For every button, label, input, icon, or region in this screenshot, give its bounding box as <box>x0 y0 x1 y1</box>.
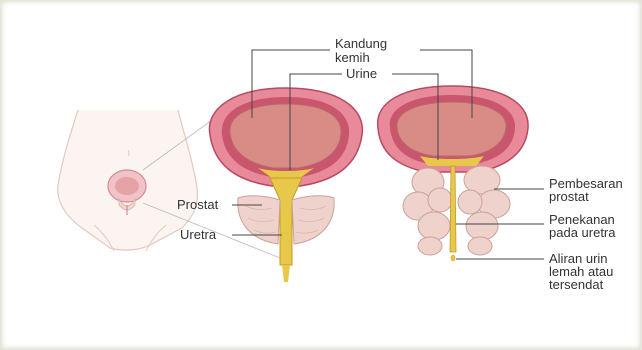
label-bladder-line2: kemih <box>335 50 370 65</box>
bph-diagram: Kandung kemih Urine Prostat Uretra Pembe… <box>8 8 634 342</box>
label-urethra: Uretra <box>180 227 217 242</box>
bph-bladder <box>378 86 528 172</box>
label-bladder-line1: Kandung <box>335 36 387 51</box>
label-urine: Urine <box>346 66 377 81</box>
diagram-canvas: Kandung kemih Urine Prostat Uretra Pembe… <box>8 8 634 342</box>
label-weakflow-line3: tersendat <box>549 277 604 292</box>
normal-urine-stream <box>282 265 290 282</box>
label-enlarged-line2: prostat <box>549 189 589 204</box>
label-compression-line2: pada uretra <box>549 225 616 240</box>
label-prostate: Prostat <box>177 197 219 212</box>
bph-prostate <box>403 166 510 255</box>
bph-urethra <box>450 166 456 261</box>
